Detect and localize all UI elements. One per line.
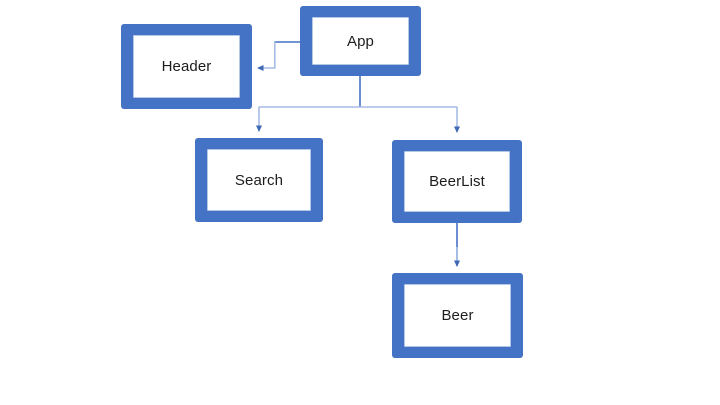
node-header-label: Header <box>161 58 212 75</box>
node-beerlist-inner: BeerList <box>404 151 510 212</box>
node-app-inner: App <box>312 17 409 65</box>
connector-app-header <box>257 41 300 71</box>
node-search-label: Search <box>234 171 284 189</box>
node-header: Header <box>121 24 252 109</box>
node-app: App <box>300 6 421 76</box>
node-beer-label: Beer <box>441 307 474 324</box>
node-beerlist: BeerList <box>392 140 522 223</box>
node-beer: Beer <box>392 273 523 358</box>
node-search: Search <box>195 138 323 222</box>
node-header-inner: Header <box>133 35 240 98</box>
node-beerlist-label: BeerList <box>429 173 485 190</box>
node-search-inner: Search <box>207 149 311 211</box>
node-app-label: App <box>347 32 374 50</box>
node-beer-inner: Beer <box>404 284 511 347</box>
